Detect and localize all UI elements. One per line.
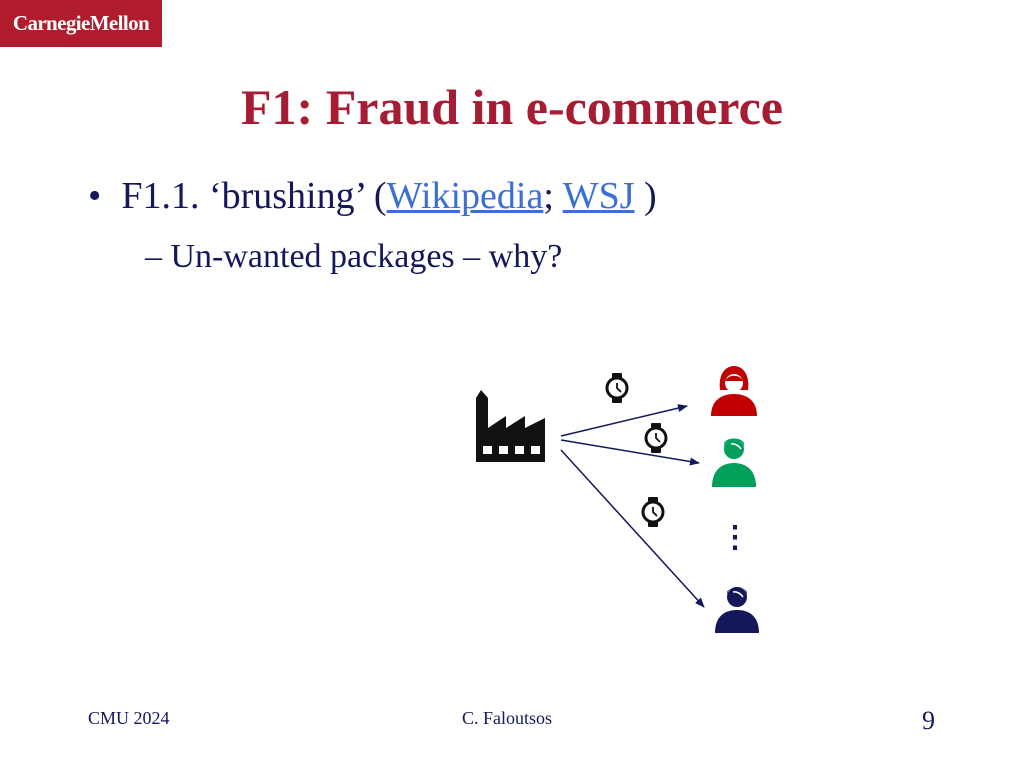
footer-author: C. Faloutsos [462,708,553,728]
watch-icon [644,421,668,455]
cmu-logo: CarnegieMellon [0,0,162,47]
watch-icon [605,371,629,405]
arrow-to-recipient-1 [560,404,688,437]
bullet-brushing-suffix: ) [634,175,657,217]
bullet-dot: • [88,175,102,217]
link-separator: ; [543,175,563,217]
slide-number: 9 [922,706,935,735]
bullet-brushing-text: F1.1. ‘brushing’ ( [121,175,387,217]
factory-icon [476,390,545,462]
man-user-icon [712,438,756,487]
wikipedia-link[interactable]: Wikipedia [386,175,544,217]
arrow-to-recipient-2 [560,439,700,466]
more-recipients-ellipsis: ⋮ [720,521,750,554]
footer-course: CMU 2024 [88,708,170,728]
man-user-icon [715,587,759,633]
woman-user-icon [711,366,757,416]
slide-title: F1: Fraud in e-commerce [241,79,783,135]
bullet-brushing: • F1.1. ‘brushing’ (Wikipedia; WSJ ) [88,174,657,218]
arrow-to-recipient-3 [560,449,705,608]
wsj-link[interactable]: WSJ [562,175,635,217]
sub-bullet-unwanted-packages: – Un-wanted packages – why? [145,238,563,275]
watch-icon [641,495,665,529]
